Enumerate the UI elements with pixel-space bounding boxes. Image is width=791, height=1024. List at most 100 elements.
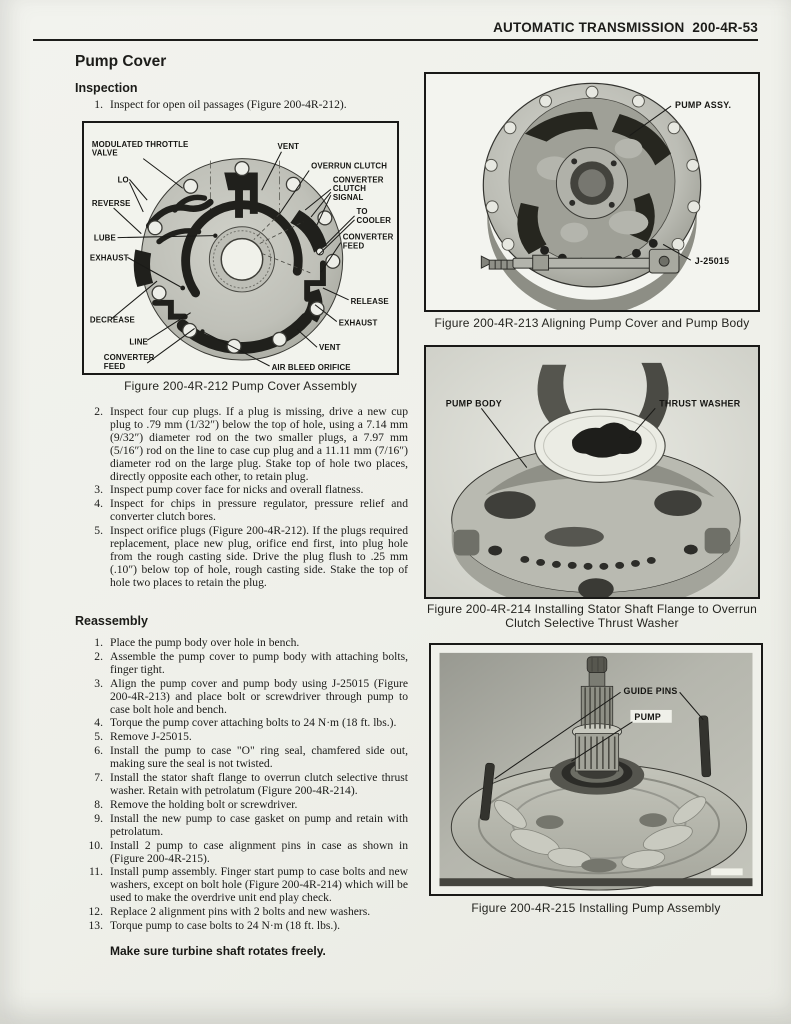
fig212-label-vent-bottom: VENT [319, 343, 341, 352]
orifice-dots [180, 233, 218, 334]
figure-214-photo: PUMP BODY THRUST WASHER [424, 345, 760, 599]
fig212-label-lo: LO [118, 175, 129, 184]
step-text: Torque pump to case bolts to 24 N·m (18 … [110, 919, 341, 933]
step-text: Install pump assembly. Finger start pump… [110, 865, 408, 905]
list-item: 3. Align the pump cover and pump body us… [75, 676, 408, 717]
list-item: 6. Install the pump to case "O" ring sea… [75, 744, 408, 771]
side-pocket-left [453, 529, 480, 556]
guide-pins [479, 715, 712, 821]
hub-bearing [578, 169, 606, 197]
fig212-label-exhaust-left: EXHAUST [90, 253, 129, 262]
inspection-heading: Inspection [75, 81, 138, 95]
photo-scale-bar [711, 868, 743, 876]
fig212-label-decrease: DECREASE [90, 316, 135, 325]
fig212-label-converter-clutch-signal-3: SIGNAL [333, 193, 364, 202]
list-item: 5. Inspect orifice plugs (Figure 200-4R-… [75, 524, 408, 590]
leader-guide-pin-left [494, 691, 621, 780]
list-item: 5. Remove J-25015. [75, 730, 408, 744]
oil-channels [145, 194, 326, 354]
fig212-label-lube: LUBE [94, 234, 116, 243]
step-text: Torque the pump cover attaching bolts to… [110, 716, 397, 730]
side-pocket-right [704, 527, 731, 554]
step-number: 12. [88, 905, 104, 919]
leader-guide-pin-right [679, 691, 704, 721]
step-text: Inspect four cup plugs. If a plug is mis… [110, 405, 408, 483]
step-text: Remove J-25015. [110, 730, 192, 744]
fig212-label-release: RELEASE [351, 297, 389, 306]
fig212-label-air-bleed-orifice: AIR BLEED ORIFICE [272, 363, 351, 372]
fig214-label-thrust-washer: THRUST WASHER [659, 398, 741, 408]
figure-212-caption: Figure 200-4R-212 Pump Cover Assembly [124, 379, 357, 393]
step-number: 1. [94, 98, 103, 111]
list-item: 2. Assemble the pump cover to pump body … [75, 650, 408, 677]
fig212-label-converter-feed-left: CONVERTER [104, 353, 155, 362]
fig212-label-converter-feed-left-2: FEED [104, 362, 126, 371]
fig215-label-guide-pins: GUIDE PINS [624, 686, 678, 696]
leader-pump [571, 721, 633, 762]
hub-bore [220, 237, 264, 281]
step-text: Inspect orifice plugs (Figure 200-4R-212… [110, 524, 408, 589]
list-item: 1. Place the pump body over hole in benc… [75, 636, 408, 650]
fig212-label-converter-clutch-signal: CONVERTER [333, 175, 384, 184]
reassembly-heading: Reassembly [75, 614, 148, 628]
step-text: Install the stator shaft flange to overr… [110, 771, 408, 797]
leader-pump-assy [629, 105, 672, 137]
step-text: Place the pump body over hole in bench. [110, 636, 300, 649]
fig213-label-tool: J-25015 [695, 256, 730, 266]
figure-212-pump-cover-diagram: MODULATED THROTTLE VALVE LO REVERSE LUBE… [82, 121, 399, 375]
step-number: 10. [88, 838, 104, 852]
dark-pockets [484, 490, 702, 547]
step-number: 3. [94, 676, 103, 690]
fig213-label-pump-assy: PUMP ASSY. [675, 100, 731, 110]
figure-213-photo: PUMP ASSY. J-25015 [424, 72, 760, 312]
list-item: 3. Inspect pump cover face for nicks and… [75, 483, 408, 497]
step-number: 9. [94, 811, 103, 825]
casting-pockets [535, 813, 667, 873]
fig215-label-pump: PUMP [634, 712, 661, 722]
figure-215-svg: GUIDE PINS PUMP [431, 645, 761, 894]
reassembly-step-list: 1. Place the pump body over hole in benc… [75, 636, 409, 934]
step-text: Install 2 pump to case alignment pins in… [110, 838, 408, 865]
page-header: AUTOMATIC TRANSMISSION 200-4R-53 [493, 20, 758, 35]
list-item: 8. Remove the holding bolt or screwdrive… [75, 798, 408, 812]
figure-214-caption: Figure 200-4R-214 Installing Stator Shaf… [427, 602, 757, 630]
front-face-holes [488, 544, 698, 570]
figure-213-caption: Figure 200-4R-213 Aligning Pump Cover an… [434, 316, 750, 330]
step-number: 4. [94, 716, 103, 730]
fig212-label-converter-feed-right: CONVERTER [343, 233, 394, 242]
cooler-port [316, 247, 324, 256]
list-item: 9. Install the new pump to case gasket o… [75, 811, 408, 839]
photo-bottom-strip [439, 878, 753, 887]
list-item: 7. Install the stator shaft flange to ov… [75, 771, 408, 798]
dashed-leaders [253, 213, 312, 274]
step-number: 11. [88, 865, 103, 879]
figure-215-caption: Figure 200-4R-215 Installing Pump Assemb… [471, 901, 721, 915]
step-text: Replace 2 alignment pins with 2 bolts an… [110, 905, 371, 919]
step-text: Inspect pump cover face for nicks and ov… [110, 483, 364, 497]
list-item: 4. Inspect for chips in pressure regulat… [75, 497, 408, 524]
list-item: 1. Inspect for open oil passages (Figure… [75, 98, 408, 112]
fig212-label-modulated-throttle-2: VALVE [92, 149, 118, 158]
list-item: 2. Inspect four cup plugs. If a plug is … [75, 405, 408, 483]
step-text: Install the new pump to case gasket on p… [110, 811, 408, 838]
step-number: 5. [94, 524, 103, 538]
fig212-label-converter-clutch-signal-2: CLUTCH [333, 184, 366, 193]
section-title: Pump Cover [75, 53, 167, 70]
list-item: 11. Install pump assembly. Finger start … [75, 865, 408, 905]
step-number: 5. [94, 730, 103, 744]
figure-214-svg: PUMP BODY THRUST WASHER [426, 347, 758, 597]
fig212-label-to-cooler: TO [357, 207, 368, 216]
step-number: 2. [94, 405, 103, 418]
list-item: 4. Torque the pump cover attaching bolts… [75, 716, 408, 730]
fig212-label-converter-feed-right-2: FEED [343, 241, 365, 250]
step-text: Inspect for open oil passages (Figure 20… [110, 98, 347, 111]
leader-thrust-washer [629, 407, 656, 439]
step-number: 6. [94, 744, 103, 758]
fig212-label-modulated-throttle: MODULATED THROTTLE [92, 140, 189, 149]
washer-opening [572, 422, 642, 458]
figure-213-svg: PUMP ASSY. J-25015 [426, 74, 758, 310]
alignment-tool [480, 248, 680, 274]
step-text: Align the pump cover and pump body using… [110, 676, 408, 716]
section-lines [209, 160, 280, 216]
bottom-stub [578, 578, 614, 597]
